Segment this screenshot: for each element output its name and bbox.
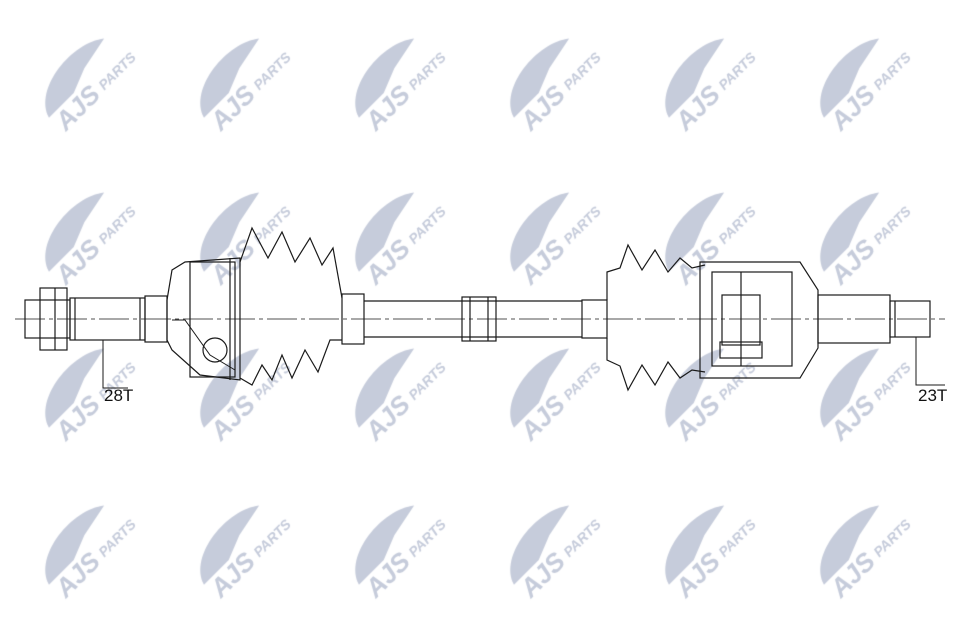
inner-boot (606, 243, 706, 392)
inner-boot-clamp (581, 299, 608, 339)
left-spline-label: 28T (104, 386, 134, 405)
right-spline-label: 23T (918, 386, 948, 405)
leader-23t (915, 337, 945, 386)
right-spline-stub (817, 294, 931, 344)
outer-cv-joint (166, 257, 241, 381)
inner-tripod-joint (699, 261, 819, 379)
outer-boot (239, 226, 343, 386)
outer-boot-clamp (341, 293, 365, 345)
leader-28t (102, 340, 128, 389)
shaft-bar (364, 296, 582, 342)
